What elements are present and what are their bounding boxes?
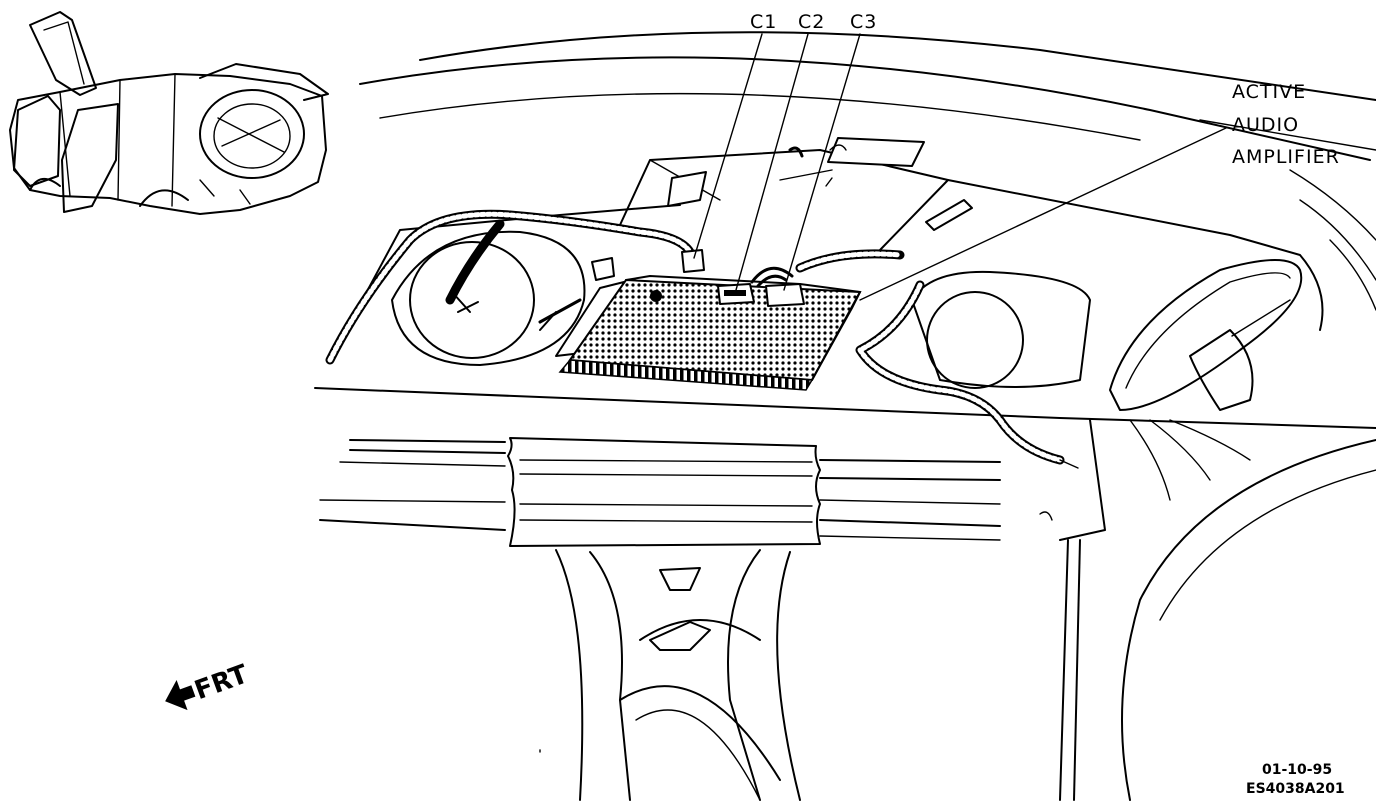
package-shelf [314,137,1376,429]
rear-window-outline [359,31,1376,311]
diagram-date: 01-10-95 [1262,762,1332,778]
label-audio: AUDIO [1232,114,1299,136]
leader-lines [693,33,1227,301]
label-c2: C2 [798,11,825,33]
front-direction-indicator: FRT [165,659,253,711]
label-active: ACTIVE [1232,81,1306,103]
right-speaker [911,270,1091,389]
label-c1: C1 [750,11,777,33]
left-speaker [391,230,586,366]
audio-amplifier [539,266,862,391]
front-arrow-icon [165,680,196,711]
c2-leader-line [735,33,809,291]
label-c3: C3 [850,11,877,33]
label-frt: FRT [191,659,253,706]
diagram-code: ES4038A201 [1246,781,1345,797]
rear-vent [1109,259,1303,411]
vehicle-locator-inset [9,11,329,215]
wiring-harness [325,209,1079,469]
c1-leader-line [693,33,763,259]
amplifier-leader-line [859,127,1227,301]
label-amplifier: AMPLIFIER [1232,146,1340,168]
c3-leader-line [783,33,861,291]
seat-back-structure [319,419,1376,801]
